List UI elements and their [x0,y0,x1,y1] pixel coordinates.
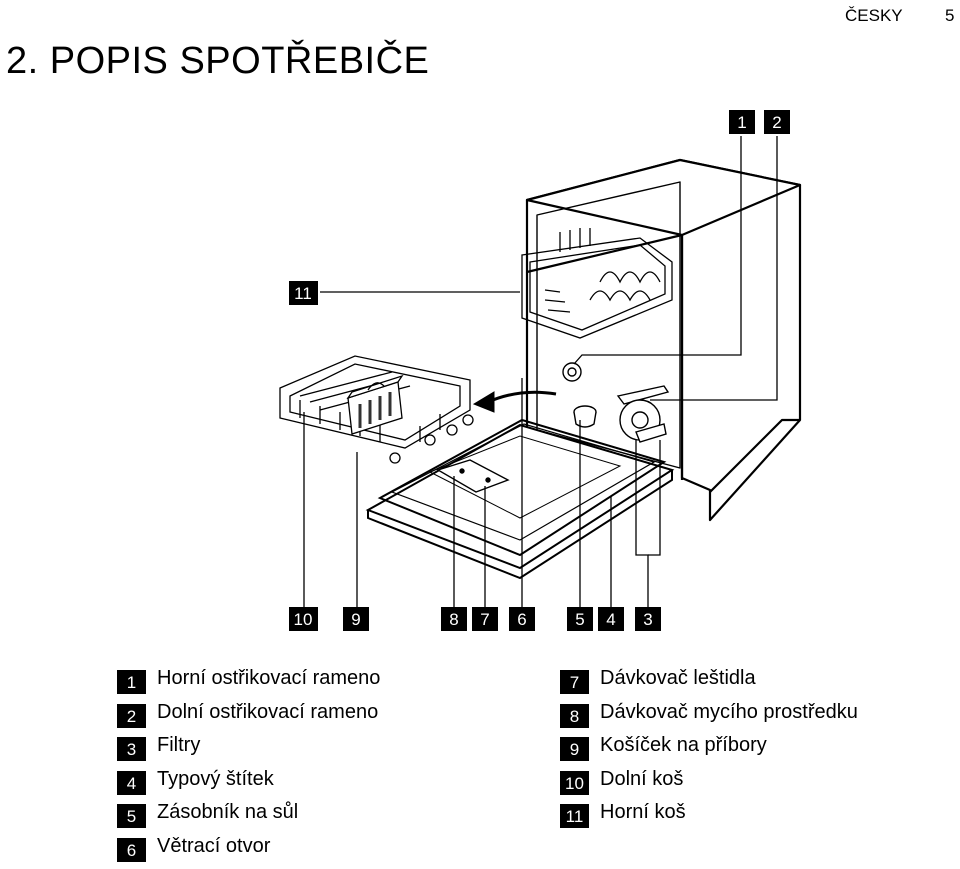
dishwasher-cabinet [525,158,802,522]
legend-label: Košíček na příbory [600,734,767,757]
legend-number: 1 [117,670,146,694]
legend-label: Horní ostřikovací rameno [157,667,381,689]
language-label: ČESKY [845,6,903,25]
callout-label: 10 [294,610,313,629]
callout-badge: 4 [598,607,624,631]
legend-number: 4 [117,770,146,795]
legend-number: 3 [117,737,146,762]
legend-label: Dávkovač leštidla [600,667,756,689]
callout-badge: 3 [635,607,661,631]
legend-number: 5 [117,804,146,829]
page-title: 2. POPIS SPOTŘEBIČE [6,40,430,82]
salt-container [573,405,597,428]
callout-badge: 1 [729,110,755,134]
callout-label: 8 [449,610,458,629]
callout-badge: 10 [289,607,318,631]
callout-label: 2 [772,113,781,132]
page-number: 5 [945,6,955,25]
direction-arrow [472,390,557,413]
legend-label: Dolní ostřikovací rameno [157,700,379,723]
callout-badge: 5 [567,607,593,631]
leader-lines [303,136,778,610]
callout-badge: 6 [509,607,535,631]
callout-label: 5 [575,610,584,629]
legend-number: 8 [560,703,589,728]
callout-label: 9 [351,610,360,629]
callout-label: 1 [737,113,746,132]
callout-badge: 11 [289,281,318,305]
legend-label: Filtry [157,734,201,757]
upper-spray-arm [562,362,582,382]
cutlery-basket [346,374,404,435]
legend-number: 11 [560,804,589,829]
legend-number: 6 [117,837,146,862]
callout-label: 3 [643,610,652,629]
legend-label: Větrací otvor [157,834,271,857]
legend-number: 7 [560,670,589,694]
callout-label: 11 [294,284,312,303]
dishwasher-door [365,418,675,580]
legend-number: 10 [560,770,589,795]
legend-label: Horní koš [600,801,686,824]
legend-label: Dávkovač mycího prostředku [600,700,858,723]
callout-label: 6 [517,610,526,629]
legend-number: 9 [560,737,589,762]
callout-badge: 7 [472,607,498,631]
callout-badge: 9 [343,607,369,631]
legend-label: Dolní koš [600,767,684,790]
legend-label: Zásobník na sůl [157,801,299,824]
detergent-dispenser [436,459,510,493]
callout-label: 7 [480,610,489,629]
legend-number: 2 [117,703,146,728]
legend-label: Typový štítek [157,767,274,790]
callout-badge: 8 [441,607,467,631]
callout-badge: 2 [764,110,790,134]
upper-basket [521,228,673,339]
callout-label: 4 [606,610,615,629]
lower-spray-arm [616,385,670,443]
dishwasher-illustration: 1 2 11 10 9 8 7 6 5 4 3 [279,110,802,631]
